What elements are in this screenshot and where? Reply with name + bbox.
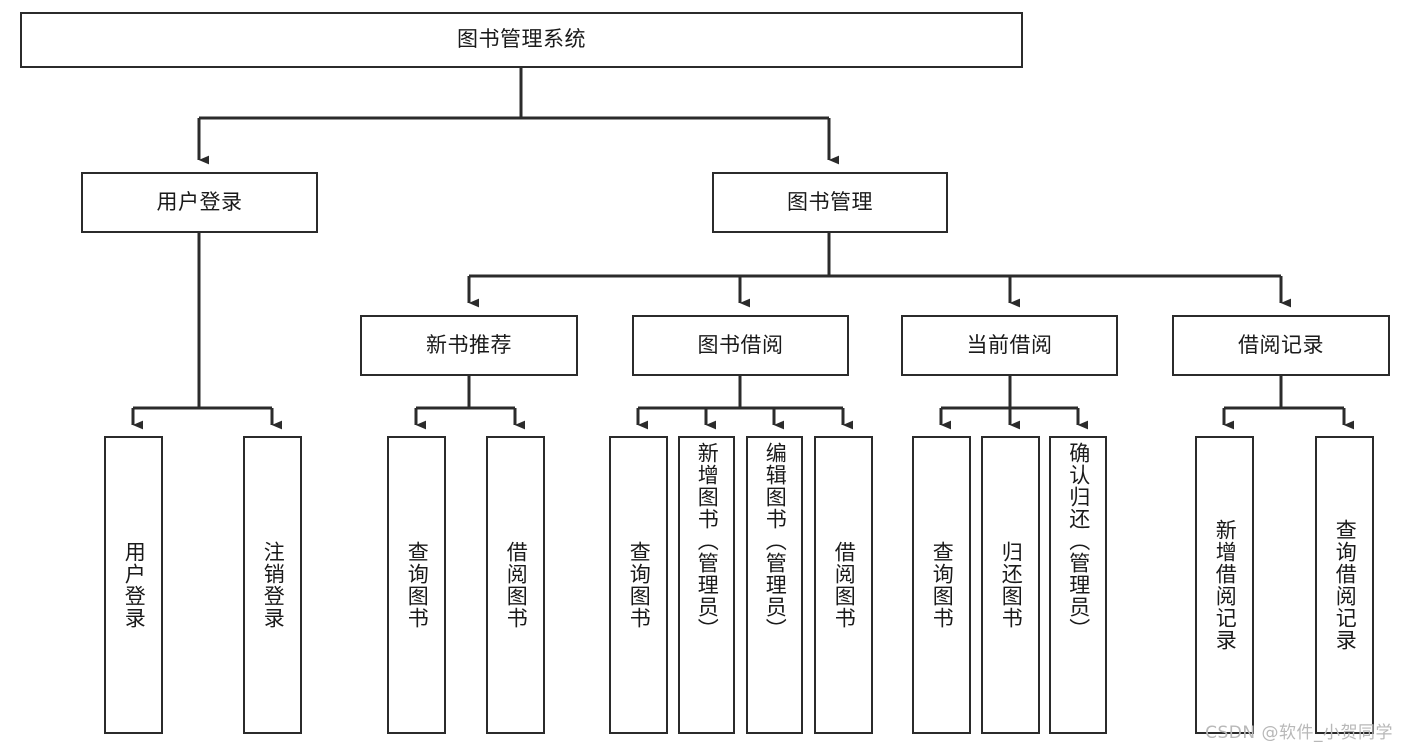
node-leaf-query-book-3[interactable]: 查询图书 <box>912 436 971 734</box>
node-book-borrow-label: 图书借阅 <box>697 332 784 357</box>
node-user-login[interactable]: 用户登录 <box>81 172 318 233</box>
node-leaf-query-book-3-label: 查询图书 <box>930 541 955 629</box>
node-current-borrow-label: 当前借阅 <box>966 332 1053 357</box>
node-leaf-edit-book-admin[interactable]: 编辑图书（管理员） <box>746 436 803 734</box>
node-leaf-query-borrow-record[interactable]: 查询借阅记录 <box>1315 436 1374 734</box>
node-book-borrow[interactable]: 图书借阅 <box>632 315 849 376</box>
node-leaf-query-book-2[interactable]: 查询图书 <box>609 436 668 734</box>
node-root-label: 图书管理系统 <box>457 27 586 52</box>
node-leaf-add-borrow-record-label: 新增借阅记录 <box>1213 519 1238 651</box>
node-leaf-borrow-book-1-label: 借阅图书 <box>504 541 529 629</box>
node-leaf-confirm-return-admin-label: 确认归还（管理员） <box>1066 442 1091 640</box>
node-borrow-record-label: 借阅记录 <box>1238 332 1324 357</box>
node-new-book-recommend[interactable]: 新书推荐 <box>360 315 578 376</box>
node-leaf-borrow-book-1[interactable]: 借阅图书 <box>486 436 545 734</box>
node-leaf-user-login-label: 用户登录 <box>122 541 147 629</box>
node-leaf-borrow-book-2[interactable]: 借阅图书 <box>814 436 873 734</box>
node-leaf-confirm-return-admin[interactable]: 确认归还（管理员） <box>1049 436 1107 734</box>
node-leaf-add-book-admin[interactable]: 新增图书（管理员） <box>678 436 735 734</box>
node-leaf-query-book-1[interactable]: 查询图书 <box>387 436 446 734</box>
node-book-manage-label: 图书管理 <box>787 189 873 214</box>
node-leaf-return-book[interactable]: 归还图书 <box>981 436 1040 734</box>
node-leaf-query-book-2-label: 查询图书 <box>627 541 652 629</box>
node-leaf-logout-login[interactable]: 注销登录 <box>243 436 302 734</box>
node-leaf-user-login[interactable]: 用户登录 <box>104 436 163 734</box>
node-new-book-recommend-label: 新书推荐 <box>426 332 512 357</box>
node-user-login-label: 用户登录 <box>156 189 243 214</box>
node-book-manage[interactable]: 图书管理 <box>712 172 948 233</box>
node-leaf-query-book-1-label: 查询图书 <box>405 541 430 629</box>
node-leaf-edit-book-admin-label: 编辑图书（管理员） <box>763 442 788 640</box>
node-root-book-management-system[interactable]: 图书管理系统 <box>20 12 1023 68</box>
node-current-borrow[interactable]: 当前借阅 <box>901 315 1118 376</box>
node-leaf-return-book-label: 归还图书 <box>999 541 1024 629</box>
node-leaf-logout-login-label: 注销登录 <box>261 541 286 629</box>
node-leaf-add-book-admin-label: 新增图书（管理员） <box>695 442 720 640</box>
node-leaf-query-borrow-record-label: 查询借阅记录 <box>1333 519 1358 651</box>
node-leaf-borrow-book-2-label: 借阅图书 <box>832 541 857 629</box>
node-borrow-record[interactable]: 借阅记录 <box>1172 315 1390 376</box>
node-leaf-add-borrow-record[interactable]: 新增借阅记录 <box>1195 436 1254 734</box>
